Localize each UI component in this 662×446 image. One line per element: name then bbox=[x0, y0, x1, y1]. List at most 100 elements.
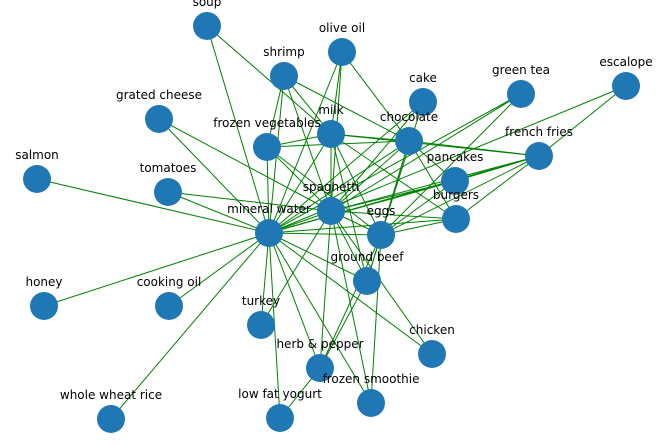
node-label-pancakes: pancakes bbox=[427, 150, 484, 164]
edge-pancakes-eggs bbox=[380, 180, 456, 236]
node-label-green-tea: green tea bbox=[492, 63, 550, 77]
node-whole-wheat-rice bbox=[97, 405, 125, 433]
node-label-spaghetti: spaghetti bbox=[303, 180, 360, 194]
edge-soup-mineral_water bbox=[206, 25, 270, 234]
node-label-cooking-oil: cooking oil bbox=[137, 275, 202, 289]
node-label-chicken: chicken bbox=[409, 323, 455, 337]
edge-eggs-frozen_smoothie bbox=[370, 234, 382, 404]
label-layer: soup olive oil shrimp cake green tea escalope… bbox=[15, 0, 652, 402]
node-label-olive-oil: olive oil bbox=[319, 21, 365, 35]
edge-milk-eggs bbox=[330, 133, 382, 236]
node-label-salmon: salmon bbox=[15, 148, 59, 162]
edge-french_fries-spaghetti bbox=[330, 155, 540, 212]
node-escalope bbox=[612, 72, 640, 100]
node-label-soup: soup bbox=[193, 0, 222, 9]
edge-green_tea-mineral_water bbox=[268, 93, 522, 234]
node-herb-pepper bbox=[306, 354, 334, 382]
node-frozen-smoothie bbox=[357, 389, 385, 417]
edge-mineral_water-whole_wheat_rice bbox=[110, 232, 270, 420]
edge-mineral_water-herb_pepper bbox=[268, 232, 321, 369]
node-shrimp bbox=[270, 62, 298, 90]
edge-escalope-french_fries bbox=[538, 85, 627, 157]
edge-mineral_water-frozen_smoothie bbox=[268, 232, 372, 404]
node-turkey bbox=[247, 311, 275, 339]
node-label-escalope: escalope bbox=[599, 55, 652, 69]
edge-pancakes-spaghetti bbox=[330, 180, 456, 212]
node-green-tea bbox=[507, 80, 535, 108]
edge-tomatoes-mineral_water bbox=[167, 191, 270, 234]
edge-french_fries-pancakes bbox=[454, 155, 540, 182]
node-tomatoes bbox=[154, 178, 182, 206]
edge-milk-burgers bbox=[330, 133, 457, 220]
node-label-herb-pepper: herb & pepper bbox=[276, 337, 363, 351]
edge-mineral_water-turkey bbox=[260, 232, 270, 326]
edge-mineral_water-eggs bbox=[268, 232, 382, 236]
edge-pancakes-mineral_water bbox=[268, 180, 456, 234]
node-milk bbox=[317, 120, 345, 148]
node-label-low-fat-yogurt: low fat yogurt bbox=[238, 387, 322, 401]
node-label-mineral-water: mineral water bbox=[227, 202, 311, 216]
edge-frozen_vegetables-eggs bbox=[266, 146, 382, 236]
edge-tomatoes-spaghetti bbox=[167, 191, 332, 212]
edge-grated_cheese-spaghetti bbox=[158, 118, 332, 212]
edge-burgers-mineral_water bbox=[268, 218, 457, 234]
node-label-ground-beef: ground beef bbox=[331, 250, 405, 264]
edge-grated_cheese-mineral_water bbox=[158, 118, 270, 234]
edge-olive_oil-chocolate bbox=[341, 51, 410, 142]
edge-green_tea-spaghetti bbox=[330, 93, 522, 212]
edge-spaghetti-turkey bbox=[260, 210, 332, 326]
node-ground-beef bbox=[353, 267, 381, 295]
node-label-eggs: eggs bbox=[367, 204, 396, 218]
node-label-shrimp: shrimp bbox=[263, 45, 304, 59]
edge-mineral_water-honey bbox=[43, 232, 270, 307]
edge-mineral_water-chicken bbox=[268, 232, 433, 355]
node-label-cake: cake bbox=[409, 71, 437, 85]
node-french-fries bbox=[525, 142, 553, 170]
edge-ground_beef-herb_pepper bbox=[319, 280, 368, 369]
node-spaghetti bbox=[317, 197, 345, 225]
node-label-chocolate: chocolate bbox=[380, 110, 438, 124]
edge-eggs-herb_pepper bbox=[319, 234, 382, 369]
node-label-burgers: burgers bbox=[433, 188, 479, 202]
edge-frozen_vegetables-spaghetti bbox=[266, 146, 332, 212]
node-label-turkey: turkey bbox=[242, 294, 280, 308]
edge-green_tea-eggs bbox=[380, 93, 522, 236]
edge-cake-mineral_water bbox=[268, 101, 424, 234]
node-chocolate bbox=[395, 127, 423, 155]
edge-soup-milk bbox=[206, 25, 332, 135]
edge-shrimp-chocolate bbox=[283, 75, 410, 142]
node-cooking-oil bbox=[155, 292, 183, 320]
node-label-honey: honey bbox=[25, 275, 62, 289]
node-label-frozen-smoothie: frozen smoothie bbox=[323, 372, 420, 386]
edge-chocolate-mineral_water bbox=[268, 140, 410, 234]
edge-milk-mineral_water bbox=[268, 133, 332, 234]
node-soup bbox=[193, 12, 221, 40]
node-label-french-fries: french fries bbox=[505, 125, 573, 139]
node-label-frozen-vegetables: frozen vegetables bbox=[213, 116, 320, 130]
edge-chocolate-french_fries bbox=[408, 140, 540, 157]
edge-shrimp-spaghetti bbox=[283, 75, 332, 212]
node-label-grated-cheese: grated cheese bbox=[116, 88, 202, 102]
edge-mineral_water-ground_beef bbox=[268, 232, 368, 282]
edge-milk-ground_beef bbox=[330, 133, 368, 282]
node-mineral-water bbox=[255, 219, 283, 247]
node-burgers bbox=[442, 205, 470, 233]
edge-olive_oil-mineral_water bbox=[268, 51, 343, 234]
edge-frozen_vegetables-mineral_water bbox=[266, 146, 270, 234]
node-cake bbox=[409, 88, 437, 116]
node-layer bbox=[23, 12, 640, 433]
node-olive-oil bbox=[328, 38, 356, 66]
node-salmon bbox=[23, 165, 51, 193]
node-low-fat-yogurt bbox=[266, 404, 294, 432]
node-label-milk: milk bbox=[318, 103, 343, 117]
edge-salmon-mineral_water bbox=[36, 178, 270, 234]
node-eggs bbox=[367, 221, 395, 249]
edge-cake-spaghetti bbox=[330, 101, 424, 212]
edge-chocolate-spaghetti bbox=[330, 140, 410, 212]
node-chicken bbox=[418, 340, 446, 368]
edge-french_fries-eggs bbox=[380, 155, 540, 236]
edge-mineral_water-cooking_oil bbox=[168, 232, 270, 307]
node-pancakes bbox=[441, 167, 469, 195]
node-honey bbox=[30, 292, 58, 320]
